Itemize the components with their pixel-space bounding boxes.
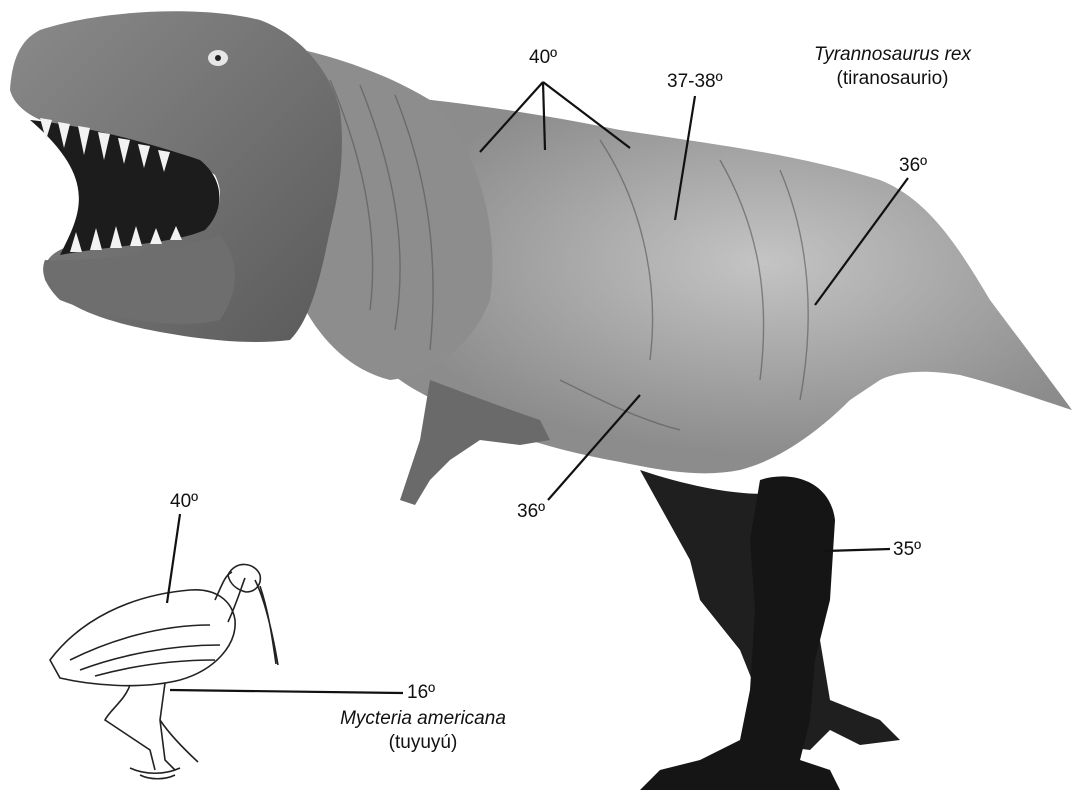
trex-common-name: (tiranosaurio) xyxy=(795,67,990,91)
stork-body-temp-label: 40º xyxy=(170,492,198,511)
stork-leg-back xyxy=(105,685,155,770)
trex-belly-temp-label: 36º xyxy=(517,502,545,521)
stork-figure xyxy=(50,564,278,778)
stork-wing xyxy=(70,625,220,676)
trex-back-temp-label: 40º xyxy=(529,48,557,67)
trex-tail-temp-label: 36º xyxy=(899,156,927,175)
trex-leg-temp-label: 35º xyxy=(893,540,921,559)
stork-species-label: Mycteria americana (tuyuyú) xyxy=(323,707,523,755)
leader-leg xyxy=(825,549,890,551)
stork-common-name: (tuyuyú) xyxy=(323,731,523,755)
leader-stork-leg xyxy=(170,690,403,693)
leader-stork-body xyxy=(167,514,180,603)
stork-leg-temp-label: 16º xyxy=(407,683,435,702)
stork-beak xyxy=(255,580,278,665)
trex-species-label: Tyrannosaurus rex (tiranosaurio) xyxy=(795,43,990,91)
trex-hip-temp-label: 37-38º xyxy=(667,72,723,91)
stork-scientific-name: Mycteria americana xyxy=(323,707,523,731)
trex-scientific-name: Tyrannosaurus rex xyxy=(795,43,990,67)
stork-body xyxy=(50,590,235,686)
trex-figure xyxy=(10,11,1072,790)
stork-leg-front xyxy=(160,683,198,770)
